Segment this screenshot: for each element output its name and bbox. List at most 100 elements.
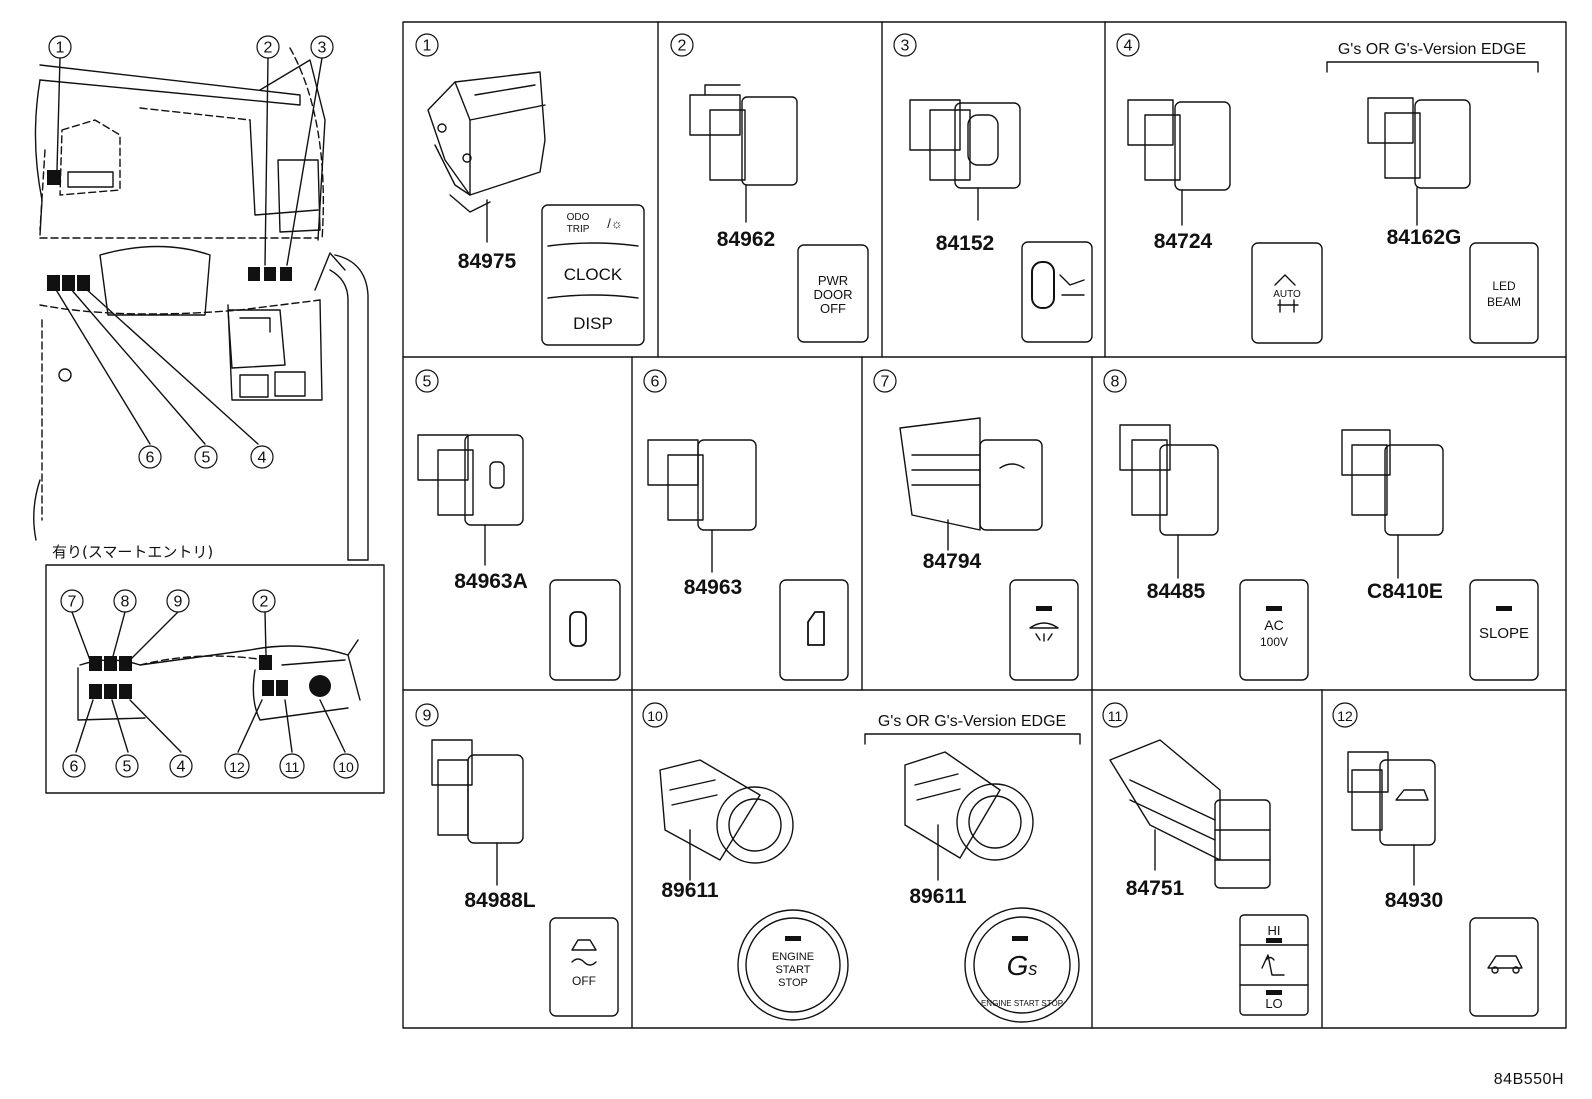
part-number-84975: 84975 xyxy=(458,250,517,273)
panel-num-2: 2 xyxy=(678,38,687,55)
dashboard-overview xyxy=(33,47,369,561)
switch-face-auto xyxy=(1251,242,1323,344)
figure-code: 84B550H xyxy=(1493,1071,1564,1088)
part-number-84988L: 84988L xyxy=(464,889,535,912)
face-label-auto: AUTO xyxy=(1273,289,1301,300)
engine-start-button xyxy=(737,909,849,1021)
part-drawing-C8410E xyxy=(1341,429,1444,579)
face-label-led: LED xyxy=(1492,279,1516,293)
part-number-89611-gs: 89611 xyxy=(909,885,967,908)
panel-num-12: 12 xyxy=(1337,708,1353,724)
part-number-84963A: 84963A xyxy=(454,570,528,593)
face-label-ac: AC xyxy=(1264,617,1283,633)
callout-2: 2 xyxy=(264,40,273,57)
engine-start-button-gs xyxy=(964,907,1080,1023)
switch-face-slope xyxy=(1469,579,1539,681)
panel-num-1: 1 xyxy=(423,38,432,55)
inset-callout-10: 10 xyxy=(338,759,354,775)
face-label-door: DOOR xyxy=(814,287,853,302)
switch-face-sliding-door-left xyxy=(779,579,849,681)
part-number-C8410E: C8410E xyxy=(1367,580,1443,603)
face-label-vsc-off: OFF xyxy=(572,974,596,988)
face-label-slope: SLOPE xyxy=(1479,625,1529,642)
inset-callout-4: 4 xyxy=(177,759,186,776)
inset-callout-9: 9 xyxy=(174,594,183,611)
part-number-89611-standard: 89611 xyxy=(661,879,719,902)
variant-note-panel-4: G's OR G's-Version EDGE xyxy=(1338,41,1526,58)
part-number-84930: 84930 xyxy=(1385,889,1443,912)
face-label-lo: LO xyxy=(1265,996,1282,1011)
callout-6: 6 xyxy=(146,450,155,467)
switch-face-vsc-off xyxy=(549,917,619,1017)
face-label-off: OFF xyxy=(820,301,846,316)
face-label-pwr: PWR xyxy=(818,273,848,288)
part-drawing-84930 xyxy=(1347,751,1436,886)
inset-callout-6: 6 xyxy=(70,759,79,776)
inset-callout-5: 5 xyxy=(123,759,132,776)
switch-face-headlight-level xyxy=(1021,241,1093,343)
panel-num-11: 11 xyxy=(1108,708,1123,724)
part-drawing-84152 xyxy=(909,99,1021,221)
face-label-clock: CLOCK xyxy=(564,265,623,284)
panel-num-3: 3 xyxy=(901,38,910,55)
inset-smart-entry xyxy=(71,611,361,753)
part-drawing-89611-gs xyxy=(904,751,1034,881)
variant-note-panel-10: G's OR G's-Version EDGE xyxy=(878,713,1066,730)
part-number-84724: 84724 xyxy=(1154,230,1213,253)
face-label-engine: ENGINE xyxy=(772,951,814,963)
callout-4: 4 xyxy=(258,450,267,467)
part-number-84962: 84962 xyxy=(717,228,775,251)
face-label-100v: 100V xyxy=(1260,635,1288,649)
callout-1: 1 xyxy=(56,40,65,57)
panel-num-7: 7 xyxy=(881,374,890,391)
part-number-84162G: 84162G xyxy=(1387,226,1462,249)
part-drawing-84963 xyxy=(647,439,757,573)
part-drawing-84751 xyxy=(1109,739,1271,889)
inset-callout-8: 8 xyxy=(121,594,130,611)
inset-title: 有り(スマートエントリ) xyxy=(52,543,214,561)
face-label-engine-start-stop-gs: ENGINE START STOP xyxy=(981,999,1063,1008)
callout-3: 3 xyxy=(318,40,327,57)
switch-face-rear-defog xyxy=(1009,579,1079,681)
part-drawing-84485 xyxy=(1119,424,1219,579)
inset-callout-2: 2 xyxy=(260,594,269,611)
part-number-84152: 84152 xyxy=(936,232,994,255)
switch-face-seat-heater xyxy=(1239,914,1309,1016)
part-drawing-84794 xyxy=(899,417,1043,551)
switch-face-led-beam xyxy=(1469,242,1539,344)
panel-num-9: 9 xyxy=(423,708,432,725)
part-drawing-84162G xyxy=(1367,97,1471,226)
part-drawing-84724 xyxy=(1127,99,1231,226)
part-number-84751: 84751 xyxy=(1126,877,1185,900)
part-drawing-84975 xyxy=(427,71,546,243)
part-drawing-84962 xyxy=(689,84,798,223)
switch-face-sliding-door-right xyxy=(549,579,621,681)
panel-num-5: 5 xyxy=(423,374,432,391)
odo-trip-icon: /☼ xyxy=(607,216,623,231)
face-label-odo: ODO xyxy=(567,212,590,223)
part-drawing-84963A xyxy=(417,434,524,566)
face-label-stop: STOP xyxy=(778,977,808,989)
part-number-84794: 84794 xyxy=(923,550,982,573)
face-label-beam: BEAM xyxy=(1487,295,1521,309)
part-drawing-84988L xyxy=(431,739,524,886)
switch-location-markers xyxy=(47,170,1512,995)
inset-callout-7: 7 xyxy=(68,594,77,611)
part-drawing-89611-standard xyxy=(659,759,794,881)
switch-face-pwr-door-off xyxy=(797,244,869,343)
gs-logo: Gs xyxy=(1007,950,1038,981)
face-label-hi: HI xyxy=(1268,923,1281,938)
switch-face-ac-100v xyxy=(1239,579,1309,681)
face-label-start: START xyxy=(775,964,810,976)
face-label-disp: DISP xyxy=(573,314,613,333)
panel-num-10: 10 xyxy=(647,708,663,724)
part-number-84485: 84485 xyxy=(1147,580,1206,603)
callout-5: 5 xyxy=(202,450,211,467)
panel-num-4: 4 xyxy=(1124,38,1133,55)
face-label-trip: TRIP xyxy=(567,224,590,235)
panel-num-6: 6 xyxy=(651,374,660,391)
part-number-84963: 84963 xyxy=(684,576,742,599)
switch-face-offroad xyxy=(1469,917,1539,1017)
inset-callout-11: 11 xyxy=(285,759,300,775)
